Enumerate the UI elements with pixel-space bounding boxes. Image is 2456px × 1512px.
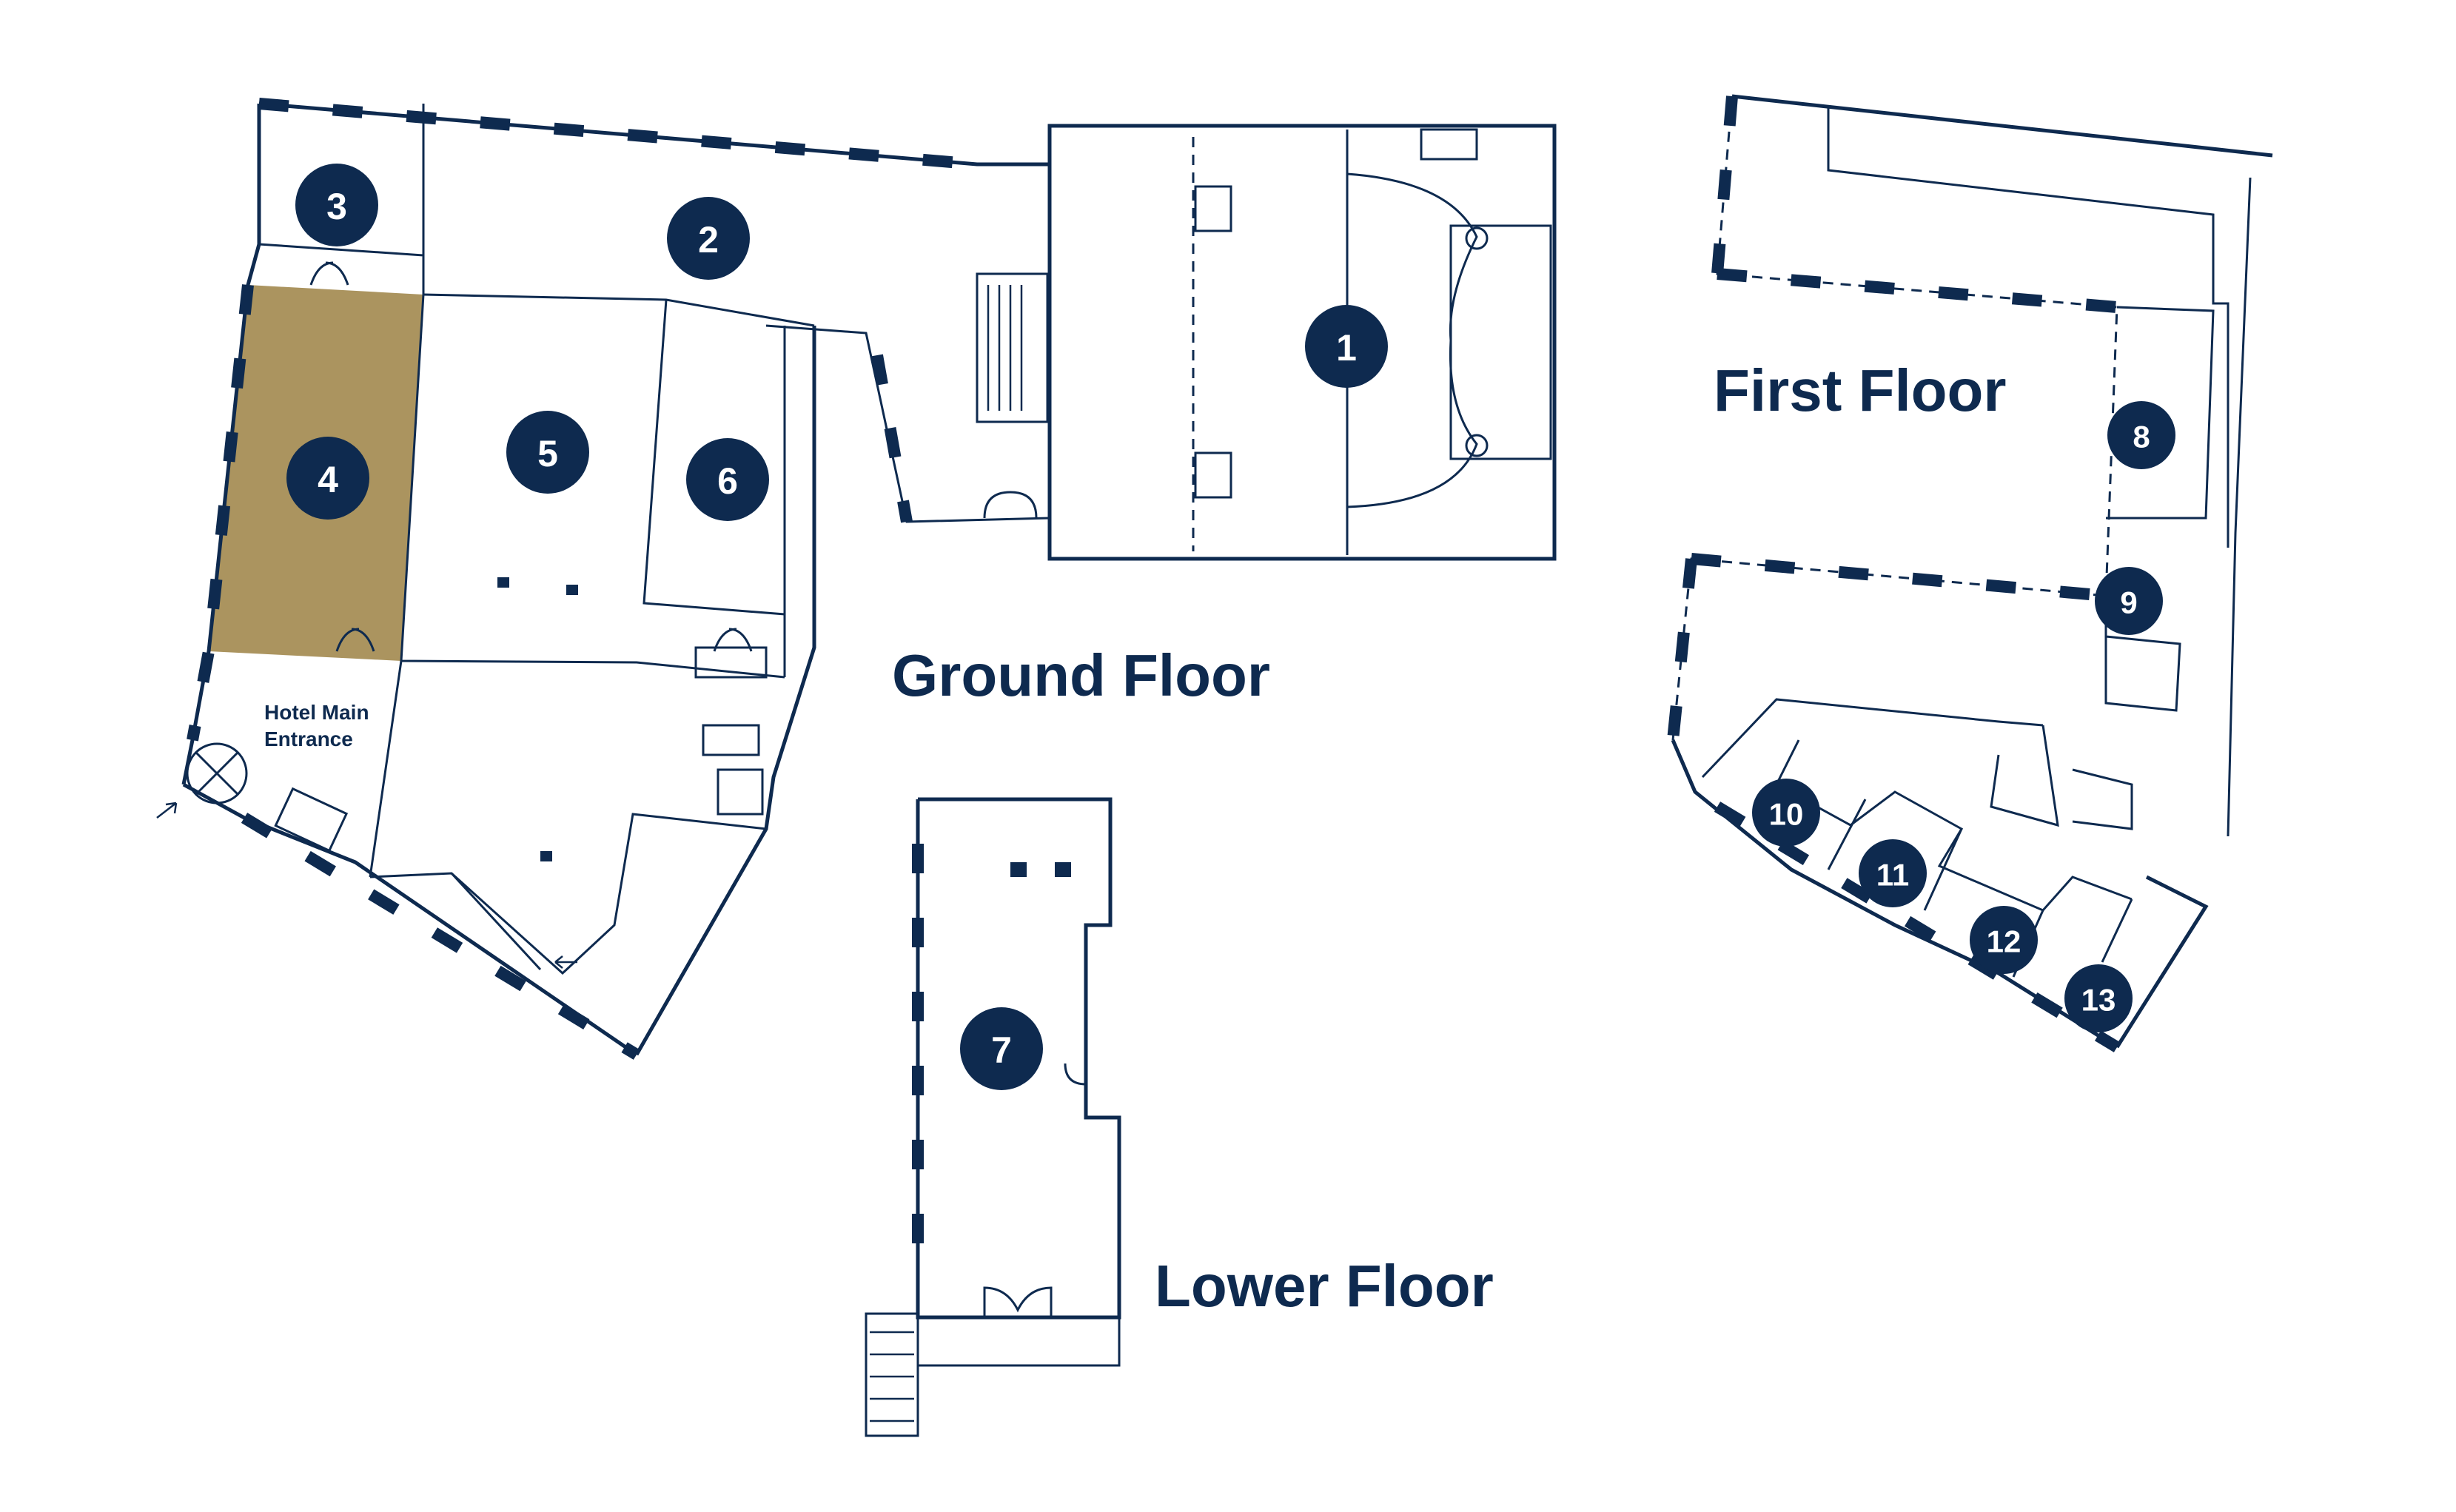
ground-floor-label: Ground Floor xyxy=(892,642,1270,708)
room-badge-6[interactable]: 6 xyxy=(686,438,769,521)
room-badge-7[interactable]: 7 xyxy=(960,1007,1043,1090)
room-badge-1[interactable]: 1 xyxy=(1305,305,1388,388)
revolving-door-icon xyxy=(186,742,248,804)
svg-text:11: 11 xyxy=(1876,858,1909,893)
room-1-outline[interactable] xyxy=(1047,124,1557,561)
svg-text:2: 2 xyxy=(698,219,719,261)
room-badge-4[interactable]: 4 xyxy=(286,437,369,520)
lower-floor-plan xyxy=(865,797,1121,1437)
svg-text:12: 12 xyxy=(1987,924,2021,959)
room-badge-2[interactable]: 2 xyxy=(667,197,750,280)
svg-text:1: 1 xyxy=(1336,327,1357,369)
svg-text:3: 3 xyxy=(326,186,347,227)
svg-text:10: 10 xyxy=(1769,797,1804,832)
entrance-label-line1: Hotel Main xyxy=(264,701,369,724)
first-floor-label: First Floor xyxy=(1714,357,2007,423)
svg-text:6: 6 xyxy=(717,460,738,502)
room-badge-9[interactable]: 9 xyxy=(2095,567,2163,635)
svg-text:5: 5 xyxy=(537,433,558,474)
ground-floor-plan xyxy=(156,98,1557,1060)
svg-text:4: 4 xyxy=(318,459,338,500)
entrance-label-line2: Entrance xyxy=(264,728,353,750)
first-floor-plan xyxy=(1667,94,2273,1052)
svg-text:8: 8 xyxy=(2133,420,2150,454)
lower-floor-label: Lower Floor xyxy=(1155,1253,1494,1319)
room-badge-11[interactable]: 11 xyxy=(1859,839,1927,907)
entrance-arrow-icon xyxy=(554,955,577,969)
room-badge-10[interactable]: 10 xyxy=(1752,779,1820,847)
svg-text:7: 7 xyxy=(991,1029,1012,1071)
room-badge-3[interactable]: 3 xyxy=(295,164,378,246)
room-badge-8[interactable]: 8 xyxy=(2107,401,2175,469)
room-badge-5[interactable]: 5 xyxy=(506,411,589,494)
svg-text:13: 13 xyxy=(2081,983,2116,1018)
svg-text:9: 9 xyxy=(2120,585,2137,620)
room-badge-12[interactable]: 12 xyxy=(1970,906,2038,974)
entrance-arrow-icon xyxy=(156,802,178,819)
room-badge-13[interactable]: 13 xyxy=(2064,964,2133,1032)
